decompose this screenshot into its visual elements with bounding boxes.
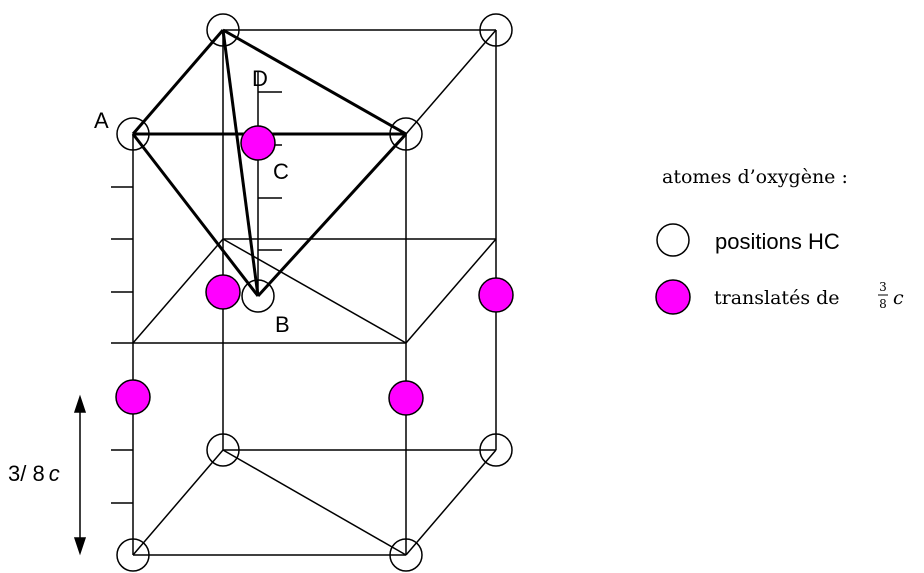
- base-right-edge: [405, 449, 497, 556]
- base-diagonal: [222, 449, 407, 556]
- dimension-label: 3/ 8 c: [8, 461, 60, 486]
- label-point-d: D: [252, 66, 268, 91]
- hc-atom: [206, 13, 240, 47]
- legend-translated-circle-icon: [655, 279, 691, 315]
- hc-atoms: [116, 13, 513, 572]
- dimension-var: c: [49, 461, 60, 486]
- middle-plane: [132, 238, 497, 344]
- tetra-edge-top-right: [222, 28, 407, 136]
- dimension-arrow-head-up: [73, 394, 87, 413]
- tetra-edge-right-b: [256, 132, 408, 298]
- hc-atom: [389, 538, 423, 572]
- middle-diagonal: [222, 238, 407, 344]
- legend-frac-den: 8: [879, 297, 887, 311]
- hc-atom: [116, 538, 150, 572]
- label-point-a: A: [94, 108, 109, 133]
- hc-atom-a: [116, 117, 150, 151]
- dimension-arrow: [73, 394, 87, 556]
- legend-hc-label: positions HC: [715, 229, 840, 254]
- translated-atoms: [115, 125, 514, 416]
- label-point-c: C: [273, 159, 289, 184]
- top-plane: [223, 29, 497, 135]
- legend-title: atomes d’oxygène :: [662, 166, 848, 188]
- base-left-edge: [132, 449, 224, 556]
- hc-atom: [206, 433, 240, 467]
- legend-translated-var: c: [893, 287, 904, 309]
- left-tick-marks: [111, 186, 133, 504]
- vertical-edges: [132, 30, 497, 555]
- dimension-arrow-head-down: [73, 537, 87, 556]
- hc-atom: [479, 433, 513, 467]
- dimension-value: 3/ 8: [8, 461, 45, 486]
- hc-atom: [389, 117, 423, 151]
- tetrahedron: [131, 28, 408, 298]
- middle-right-edge: [405, 238, 497, 344]
- translated-atom: [388, 380, 424, 416]
- translated-atom: [478, 277, 514, 313]
- label-point-b: B: [275, 312, 290, 337]
- top-right-edge: [405, 29, 497, 135]
- legend-frac-num: 3: [879, 280, 887, 294]
- legend-translated-prefix: translatés de: [714, 287, 840, 309]
- translated-atom: [115, 379, 151, 415]
- hc-atom: [479, 13, 513, 47]
- legend-hc-circle-icon: [656, 223, 690, 257]
- translated-atom: [205, 274, 241, 310]
- tetra-edge-top-b: [221, 29, 260, 297]
- legend: atomes d’oxygène : positions HC translat…: [655, 166, 904, 315]
- tetra-edge-a-b: [131, 133, 260, 297]
- base-plane: [132, 449, 497, 556]
- translated-atom-c: [240, 125, 276, 161]
- hc-atom-b: [241, 279, 275, 313]
- middle-left-edge: [132, 238, 224, 344]
- tetra-edge-a-top: [131, 29, 225, 135]
